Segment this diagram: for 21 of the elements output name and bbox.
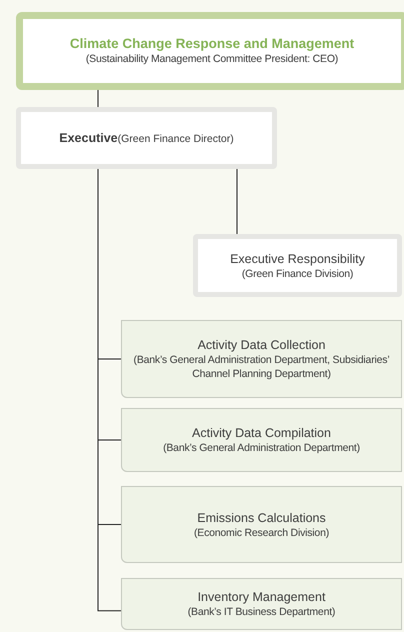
node-title: Emissions Calculations bbox=[197, 510, 326, 526]
role-box bbox=[16, 107, 277, 169]
node-subtitle: (Economic Research Division) bbox=[194, 526, 330, 540]
task-box bbox=[121, 578, 402, 630]
task-box bbox=[121, 320, 402, 398]
role-box bbox=[193, 234, 402, 297]
node-title: Climate Change Response and Management bbox=[70, 36, 354, 52]
connector-line bbox=[236, 168, 238, 234]
task-box bbox=[121, 486, 402, 563]
node-title: Inventory Management bbox=[198, 589, 326, 605]
node-subtitle: (Bank’s General Administration Department) bbox=[163, 441, 360, 455]
node-title: Activity Data Collection bbox=[198, 337, 326, 353]
node-title: Executive Responsibility bbox=[230, 250, 365, 266]
node-subtitle: (Green Finance Division) bbox=[242, 266, 354, 280]
task-box bbox=[121, 408, 402, 472]
committee-box bbox=[16, 12, 404, 90]
node-title: Activity Data Compilation bbox=[192, 425, 331, 441]
node-title: Executive(Green Finance Director) bbox=[59, 131, 234, 145]
node-subtitle: (Bank’s IT Business Department) bbox=[188, 605, 336, 619]
node-subtitle: (Sustainability Management Committee President: CEO) bbox=[86, 52, 338, 66]
node-subtitle: (Bank’s General Administration Department, Subsidiaries’ Channel Planning Department) bbox=[132, 353, 390, 381]
